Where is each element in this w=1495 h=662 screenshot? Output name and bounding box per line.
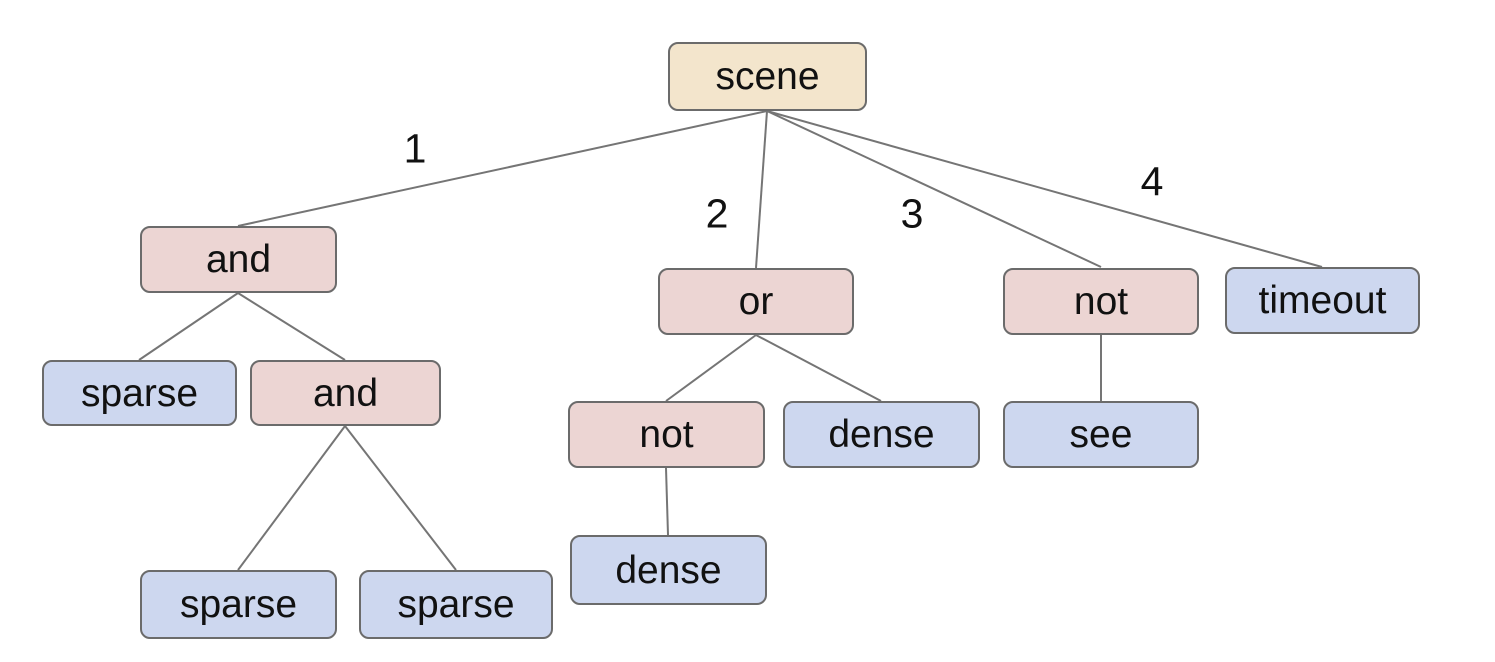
node-1-2-1-sparse: sparse: [140, 570, 337, 639]
edge-label-4: 4: [1140, 158, 1164, 205]
node-1-2-and: and: [250, 360, 441, 426]
node-2-or: or: [658, 268, 854, 335]
edge-and-to-sparse: [138, 292, 239, 361]
node-3-1-see: see: [1003, 401, 1199, 468]
node-1-2-2-sparse: sparse: [359, 570, 553, 639]
edge-label-2: 2: [705, 190, 729, 237]
edge-and-to-and: [237, 292, 346, 361]
edge-scene-to-and: [237, 110, 768, 227]
edge-scene-to-not: [766, 110, 1102, 268]
node-1-1-sparse: sparse: [42, 360, 237, 426]
edge-or-to-not: [665, 334, 757, 402]
edge-or-to-dense: [755, 334, 882, 402]
node-2-1-not: not: [568, 401, 765, 468]
node-2-2-dense: dense: [783, 401, 980, 468]
edge-scene-to-or: [755, 110, 768, 269]
edge-label-1: 1: [403, 125, 427, 172]
node-2-1-1-dense: dense: [570, 535, 767, 605]
node-1-and: and: [140, 226, 337, 293]
edge-and2-to-sparse-r: [344, 425, 457, 571]
edge-scene-to-timeout: [766, 110, 1323, 268]
edge-label-3: 3: [900, 190, 924, 237]
edge-not-to-dense: [665, 467, 669, 536]
node-scene: scene: [668, 42, 867, 111]
node-3-not: not: [1003, 268, 1199, 335]
node-4-timeout: timeout: [1225, 267, 1420, 334]
edge-and2-to-sparse-l: [237, 425, 346, 571]
